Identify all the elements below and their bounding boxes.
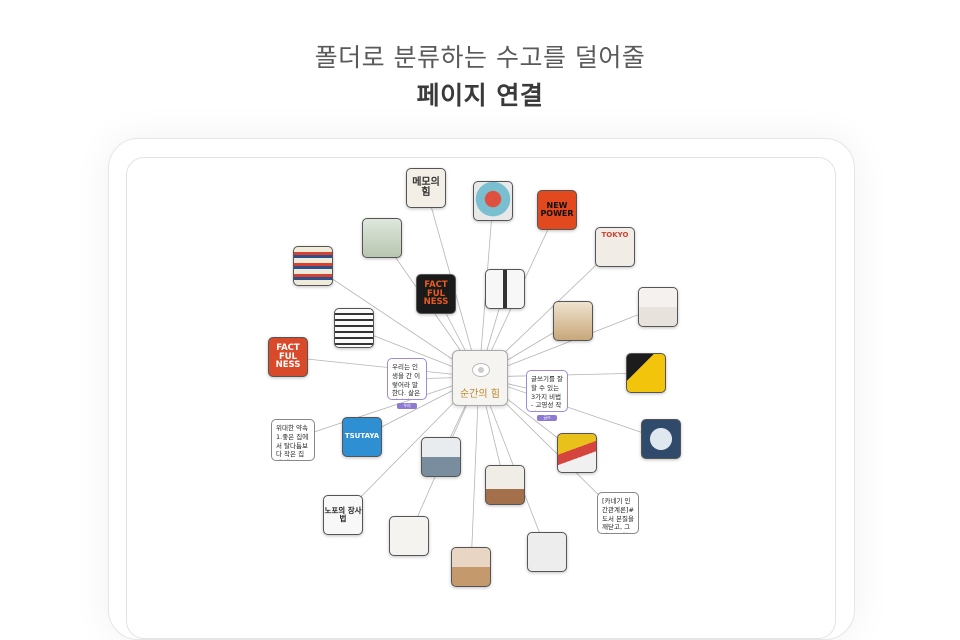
- nopo-book-label: 노포의 장사법: [324, 506, 362, 523]
- note-tag: 우리: [397, 403, 417, 409]
- center-node-label: 순간의 힘: [460, 389, 500, 400]
- page-node-white-cover[interactable]: [389, 516, 429, 556]
- note-tag: 글쓰: [537, 415, 557, 421]
- tsutaya-book-label: TSUTAYA: [344, 432, 380, 441]
- connection-lines: [287, 187, 662, 568]
- page-node-blue-pattern[interactable]: [641, 419, 681, 459]
- page-node-factfulness-book-2[interactable]: FACT FUL NESS: [268, 337, 308, 377]
- page-node-green-book[interactable]: [362, 218, 402, 258]
- note-node-great-promise[interactable]: 위대한 약속 1.좋은 집에서 탈다툼보다 작은 집에 행: [271, 419, 315, 461]
- page-node-yellow-book[interactable]: [626, 353, 666, 393]
- tokyo-book-label: TOKYO: [601, 231, 629, 239]
- page-node-tokyo-book[interactable]: TOKYO: [595, 227, 635, 267]
- page-node-shelf-photo[interactable]: [553, 301, 593, 341]
- page-node-gray-cover[interactable]: [527, 532, 567, 572]
- note-text: 위대한 약속 1.좋은 집에서 탈다툼보다 작은 집에 행: [276, 424, 309, 460]
- page-title: 페이지 연결: [416, 81, 544, 110]
- page-node-store-photo[interactable]: [421, 437, 461, 477]
- page-node-tsutaya-photo[interactable]: TSUTAYA: [342, 417, 382, 457]
- page-node-book-pile[interactable]: [334, 308, 374, 348]
- page-node-colorful-books[interactable]: [557, 433, 597, 473]
- page-node-person-cover[interactable]: [485, 269, 525, 309]
- note-node-life-meaning[interactable]: 우리는 인생을 간 이렇어라 말한다. 삶은 의미와: [387, 358, 427, 400]
- note-text: [카네기 인간관계론]#도서 본질을 깨닫고, 그것으로 현: [602, 497, 634, 533]
- memo-book-label: 메모의 힘: [412, 176, 440, 198]
- note-node-carnegie[interactable]: [카네기 인간관계론]#도서 본질을 깨닫고, 그것으로 현: [597, 492, 639, 534]
- page-node-newpower-book[interactable]: NEW POWER: [537, 190, 577, 230]
- page-node-room-photo[interactable]: [485, 465, 525, 505]
- page-subtitle: 폴더로 분류하는 수고를 덜어줄: [314, 43, 646, 72]
- page-node-nopo-book[interactable]: 노포의 장사법: [323, 495, 363, 535]
- note-node-writing-tips[interactable]: 글쓰기를 잘 할 수 있는 3가지 비법 - 고영성 작가: [526, 370, 568, 412]
- logo-icon: [472, 363, 490, 377]
- newpower-book-label: NEW POWER: [540, 200, 574, 218]
- factfulness2-book-label: FACT FUL NESS: [275, 342, 301, 371]
- note-text: 글쓰기를 잘 할 수 있는 3가지 비법 - 고영성 작가: [531, 375, 563, 411]
- page-node-circle-cover[interactable]: [473, 181, 513, 221]
- page-node-paper-note[interactable]: [638, 287, 678, 327]
- center-page-node[interactable]: 순간의 힘: [452, 350, 508, 406]
- note-text: 우리는 인생을 간 이렇어라 말한다. 삶은 의미와: [392, 363, 421, 399]
- page-node-book-stack[interactable]: [293, 246, 333, 286]
- page-node-cafe-photo[interactable]: [451, 547, 491, 587]
- page-node-factfulness-book[interactable]: FACT FUL NESS: [416, 274, 456, 314]
- factfulness-book-label: FACT FUL NESS: [423, 279, 449, 308]
- page-node-memo-book[interactable]: 메모의 힘: [406, 168, 446, 208]
